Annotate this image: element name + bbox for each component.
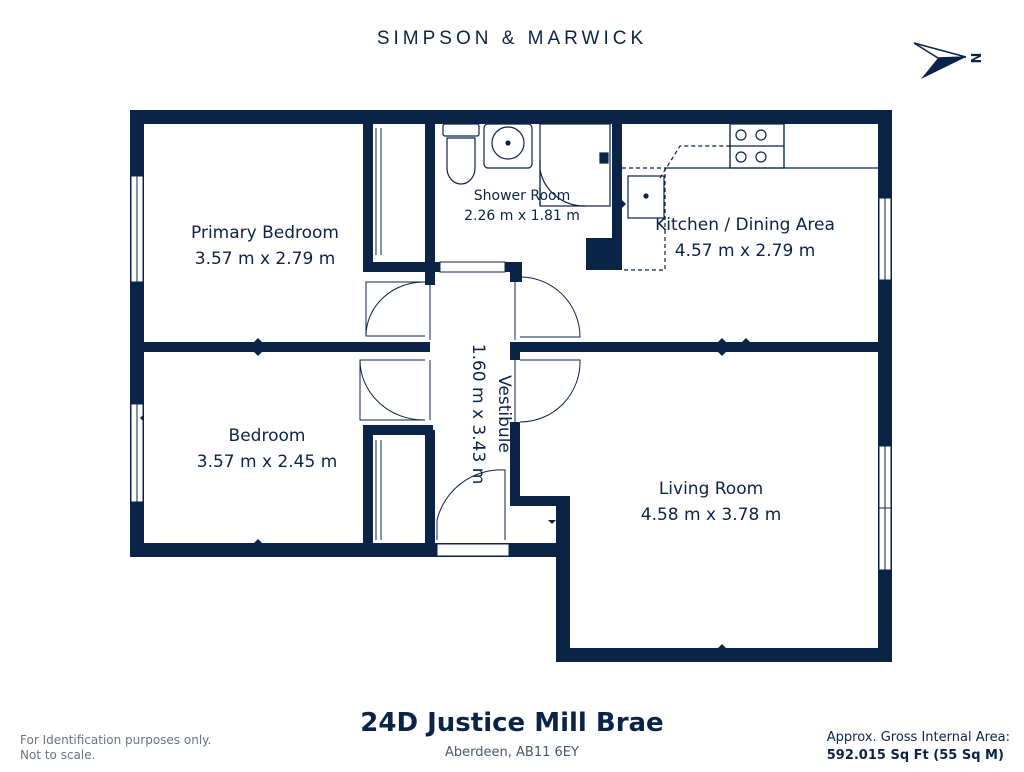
door-gap-shower	[440, 261, 505, 273]
bathroom-corner-block	[586, 238, 622, 270]
wall-wardrobe-bedroom-top	[363, 425, 433, 435]
kitchen-opening	[622, 160, 632, 270]
vestibule-label-group: Vestibule 1.60 m x 3.43 m	[468, 344, 514, 485]
wardrobes	[375, 128, 382, 540]
wall-vestibule-step	[510, 496, 570, 506]
wardrobe-bedroom	[363, 425, 373, 550]
dims-living-room: 4.58 m x 3.78 m	[641, 505, 782, 525]
wall-bathroom-kitchen	[612, 110, 622, 265]
disclaimer: For Identification purposes only. Not to…	[20, 733, 211, 763]
floor-plan: Primary Bedroom 3.57 m x 2.79 m Shower R…	[130, 42, 985, 662]
dims-kitchen: 4.57 m x 2.79 m	[675, 241, 816, 261]
kitchen-sink-icon	[627, 175, 665, 219]
wall-bottom-right	[556, 648, 892, 662]
dims-primary-bedroom: 3.57 m x 2.79 m	[195, 249, 336, 269]
wall-bathroom-left	[425, 110, 435, 285]
door-swings	[359, 276, 581, 540]
toilet-bowl-icon	[446, 137, 476, 185]
wall-kitchen-living	[510, 342, 890, 352]
disclaimer-line-1: For Identification purposes only.	[20, 733, 212, 747]
wall-wardrobe-primary-bottom	[363, 262, 433, 272]
property-address-subtitle: Aberdeen, AB11 6EY	[445, 745, 579, 760]
label-vestibule: Vestibule	[494, 375, 514, 453]
wardrobe-primary	[363, 110, 373, 270]
disclaimer-line-2: Not to scale.	[20, 748, 96, 762]
basin-icon	[483, 123, 533, 169]
wall-top	[130, 110, 892, 124]
compass-label: N	[970, 53, 985, 64]
door-frames	[429, 261, 516, 557]
dims-vestibule: 1.60 m x 3.43 m	[468, 344, 488, 485]
window-lines	[136, 176, 891, 570]
wall-bedrooms-divider	[130, 342, 430, 352]
property-address-title: 24D Justice Mill Brae	[360, 708, 664, 738]
dims-shower-room: 2.26 m x 1.81 m	[464, 208, 580, 224]
label-shower-room: Shower Room	[474, 188, 570, 204]
toilet-cistern-icon	[442, 123, 480, 137]
kitchen-fixtures	[622, 123, 878, 271]
label-kitchen: Kitchen / Dining Area	[655, 215, 835, 235]
area-value: 592.015 Sq Ft (55 Sq M)	[826, 748, 1004, 763]
wall-living-step	[556, 496, 570, 662]
gross-internal-area: Approx. Gross Internal Area: 592.015 Sq …	[827, 729, 1010, 765]
wall-vestibule-left-lower	[425, 430, 435, 557]
label-bedroom: Bedroom	[229, 426, 306, 446]
label-living-room: Living Room	[659, 479, 763, 499]
shower-fixtures	[442, 123, 611, 207]
door-gap-entrance	[437, 544, 509, 556]
wall-vestibule-right	[510, 342, 520, 506]
label-primary-bedroom: Primary Bedroom	[191, 223, 339, 243]
area-label: Approx. Gross Internal Area:	[826, 730, 1010, 745]
radiator-markers	[140, 120, 882, 648]
wall-right	[878, 110, 892, 662]
shower-head-icon	[599, 152, 609, 164]
north-arrow-icon: N	[913, 42, 985, 79]
brand-logo: SIMPSON & MARWICK	[376, 28, 648, 49]
dims-bedroom: 3.57 m x 2.45 m	[197, 452, 338, 472]
